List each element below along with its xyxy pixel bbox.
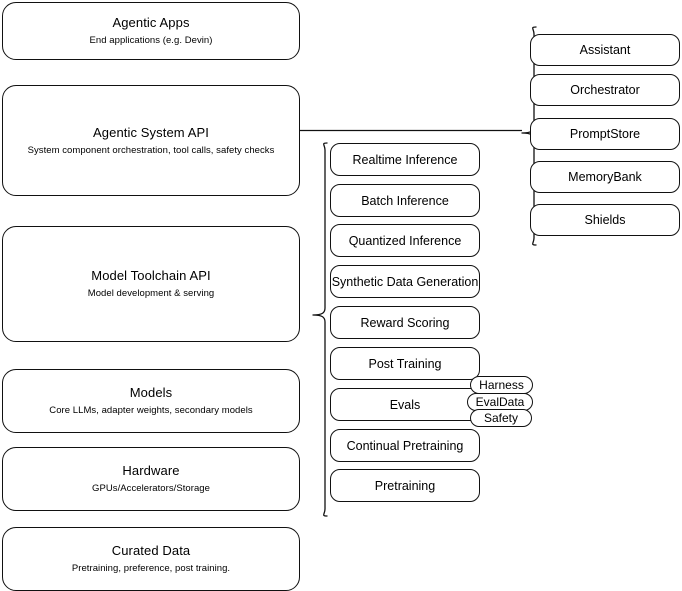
model-toolchain-bracket: [312, 142, 328, 517]
toolchain-item-label: Quantized Inference: [348, 233, 462, 248]
agentic-system-bracket-glyph: [521, 26, 537, 246]
toolchain-item-realtime-inference[interactable]: Realtime Inference: [330, 143, 480, 176]
agentic-item-shields[interactable]: Shields: [530, 204, 680, 236]
agentic-item-label: PromptStore: [569, 127, 641, 141]
stack-layer-title: Hardware: [122, 463, 180, 478]
stack-layer-subtitle: End applications (e.g. Devin): [89, 35, 213, 46]
stack-layer-title: Models: [129, 385, 173, 400]
toolchain-item-reward-scoring[interactable]: Reward Scoring: [330, 306, 480, 339]
stack-layer-subtitle: Pretraining, preference, post training.: [71, 563, 231, 574]
agentic-item-label: Assistant: [579, 43, 631, 57]
stack-layer-subtitle: Core LLMs, adapter weights, secondary mo…: [49, 405, 253, 416]
toolchain-item-label: Batch Inference: [361, 193, 449, 208]
toolchain-item-label: Evals: [389, 397, 421, 412]
toolchain-item-label: Continual Pretraining: [346, 438, 464, 453]
toolchain-item-quantized-inference[interactable]: Quantized Inference: [330, 224, 480, 257]
agentic-item-promptstore[interactable]: PromptStore: [530, 118, 680, 150]
toolchain-item-continual-pretraining[interactable]: Continual Pretraining: [330, 429, 480, 462]
stack-layer-title: Curated Data: [111, 543, 191, 558]
agentic-item-orchestrator[interactable]: Orchestrator: [530, 74, 680, 106]
stack-layer-subtitle: GPUs/Accelerators/Storage: [92, 483, 210, 494]
agentic-system-bracket: [521, 26, 537, 246]
toolchain-item-pretraining[interactable]: Pretraining: [330, 469, 480, 502]
stack-layer-agentic-system-api[interactable]: Agentic System API System component orche…: [2, 85, 300, 196]
eval-badge-harness[interactable]: Harness: [470, 376, 533, 394]
toolchain-item-synthetic-data-generation[interactable]: Synthetic Data Generation: [330, 265, 480, 298]
agentic-item-memorybank[interactable]: MemoryBank: [530, 161, 680, 193]
stack-layer-title: Agentic Apps: [112, 15, 190, 30]
stack-layer-title: Model Toolchain API: [91, 268, 211, 283]
toolchain-item-label: Reward Scoring: [360, 315, 450, 330]
agentic-item-label: Shields: [584, 213, 626, 227]
eval-badge-label: EvalData: [475, 395, 525, 409]
agentic-item-assistant[interactable]: Assistant: [530, 34, 680, 66]
toolchain-item-label: Post Training: [368, 356, 442, 371]
agentic-item-label: Orchestrator: [570, 83, 640, 97]
stack-layer-subtitle: Model development & serving: [87, 288, 215, 299]
connector-line-glyph: [300, 129, 522, 132]
eval-badge-label: Harness: [479, 378, 524, 392]
stack-layer-title: Agentic System API: [93, 124, 209, 140]
model-toolchain-bracket-glyph: [312, 142, 328, 517]
toolchain-item-batch-inference[interactable]: Batch Inference: [330, 184, 480, 217]
stack-layer-subtitle: System component orchestration, tool cal…: [27, 144, 275, 156]
toolchain-item-evals[interactable]: Evals: [330, 388, 480, 421]
eval-badge-safety[interactable]: Safety: [470, 409, 532, 427]
toolchain-item-label: Realtime Inference: [352, 152, 458, 167]
connector-line: [300, 129, 522, 132]
agentic-item-label: MemoryBank: [568, 170, 642, 184]
stack-layer-model-toolchain-api[interactable]: Model Toolchain API Model development & s…: [2, 226, 300, 342]
toolchain-item-post-training[interactable]: Post Training: [330, 347, 480, 380]
toolchain-item-label: Pretraining: [374, 478, 436, 493]
toolchain-item-label: Synthetic Data Generation: [331, 274, 479, 289]
eval-badge-label: Safety: [483, 411, 519, 425]
